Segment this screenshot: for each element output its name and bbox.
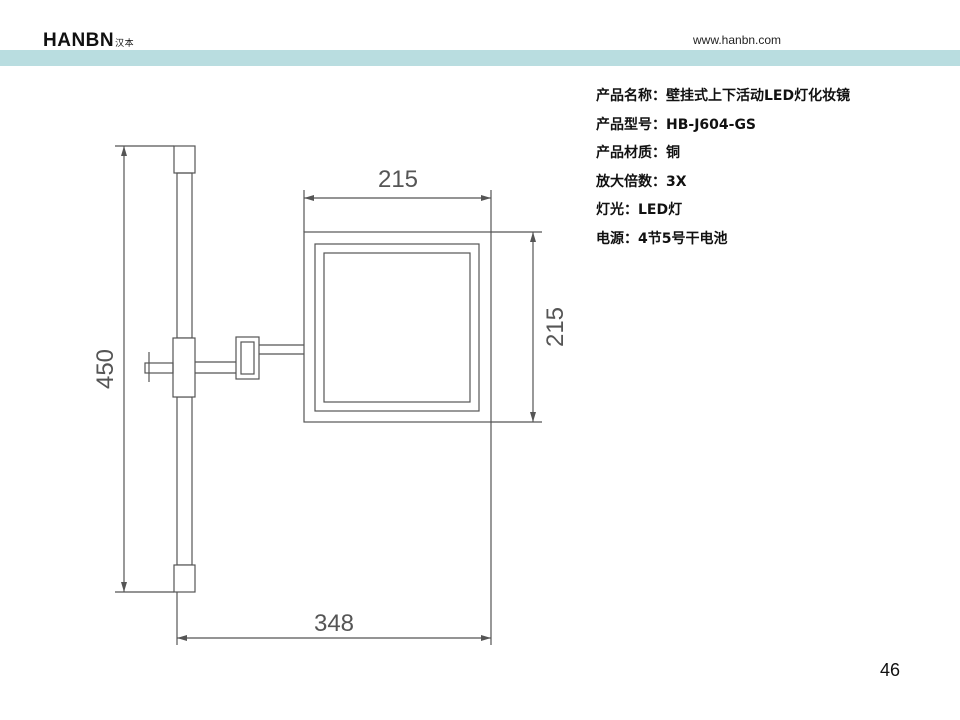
dim-depth-label: 348 xyxy=(314,610,354,637)
brand-logo: HANBN汉本 xyxy=(43,30,134,52)
page-header: HANBN汉本 www.hanbn.com xyxy=(0,0,960,66)
slider-clamp xyxy=(144,337,196,398)
dim-width-label: 215 xyxy=(378,166,418,193)
spec-model: 产品型号：HB-J604-GS xyxy=(596,116,757,133)
dimension-lines xyxy=(115,145,542,645)
page-number: 46 xyxy=(880,660,901,680)
mirror-arm xyxy=(195,336,304,380)
spec-product-name: 产品名称：壁挂式上下活动LED灯化妆镜 xyxy=(596,88,851,104)
spec-light: 灯光：LED灯 xyxy=(596,202,683,219)
mirror-frame xyxy=(303,231,492,423)
spec-magnification: 放大倍数：3X xyxy=(596,173,687,190)
product-specs: 产品名称：壁挂式上下活动LED灯化妆镜 产品型号：HB-J604-GS 产品材质… xyxy=(596,82,936,254)
spec-material: 产品材质：铜 xyxy=(596,145,680,162)
spec-power: 电源：4节5号干电池 xyxy=(596,230,728,247)
header-band xyxy=(0,50,960,66)
dim-total-height-label: 450 xyxy=(92,349,119,389)
brand-name: HANBN xyxy=(43,30,115,51)
brand-subtitle: 汉本 xyxy=(115,38,135,48)
dim-mirror-height-label: 215 xyxy=(542,307,569,347)
website-url: www.hanbn.com xyxy=(693,33,782,47)
dimension-arrows xyxy=(121,146,536,641)
vertical-rail xyxy=(173,145,196,593)
